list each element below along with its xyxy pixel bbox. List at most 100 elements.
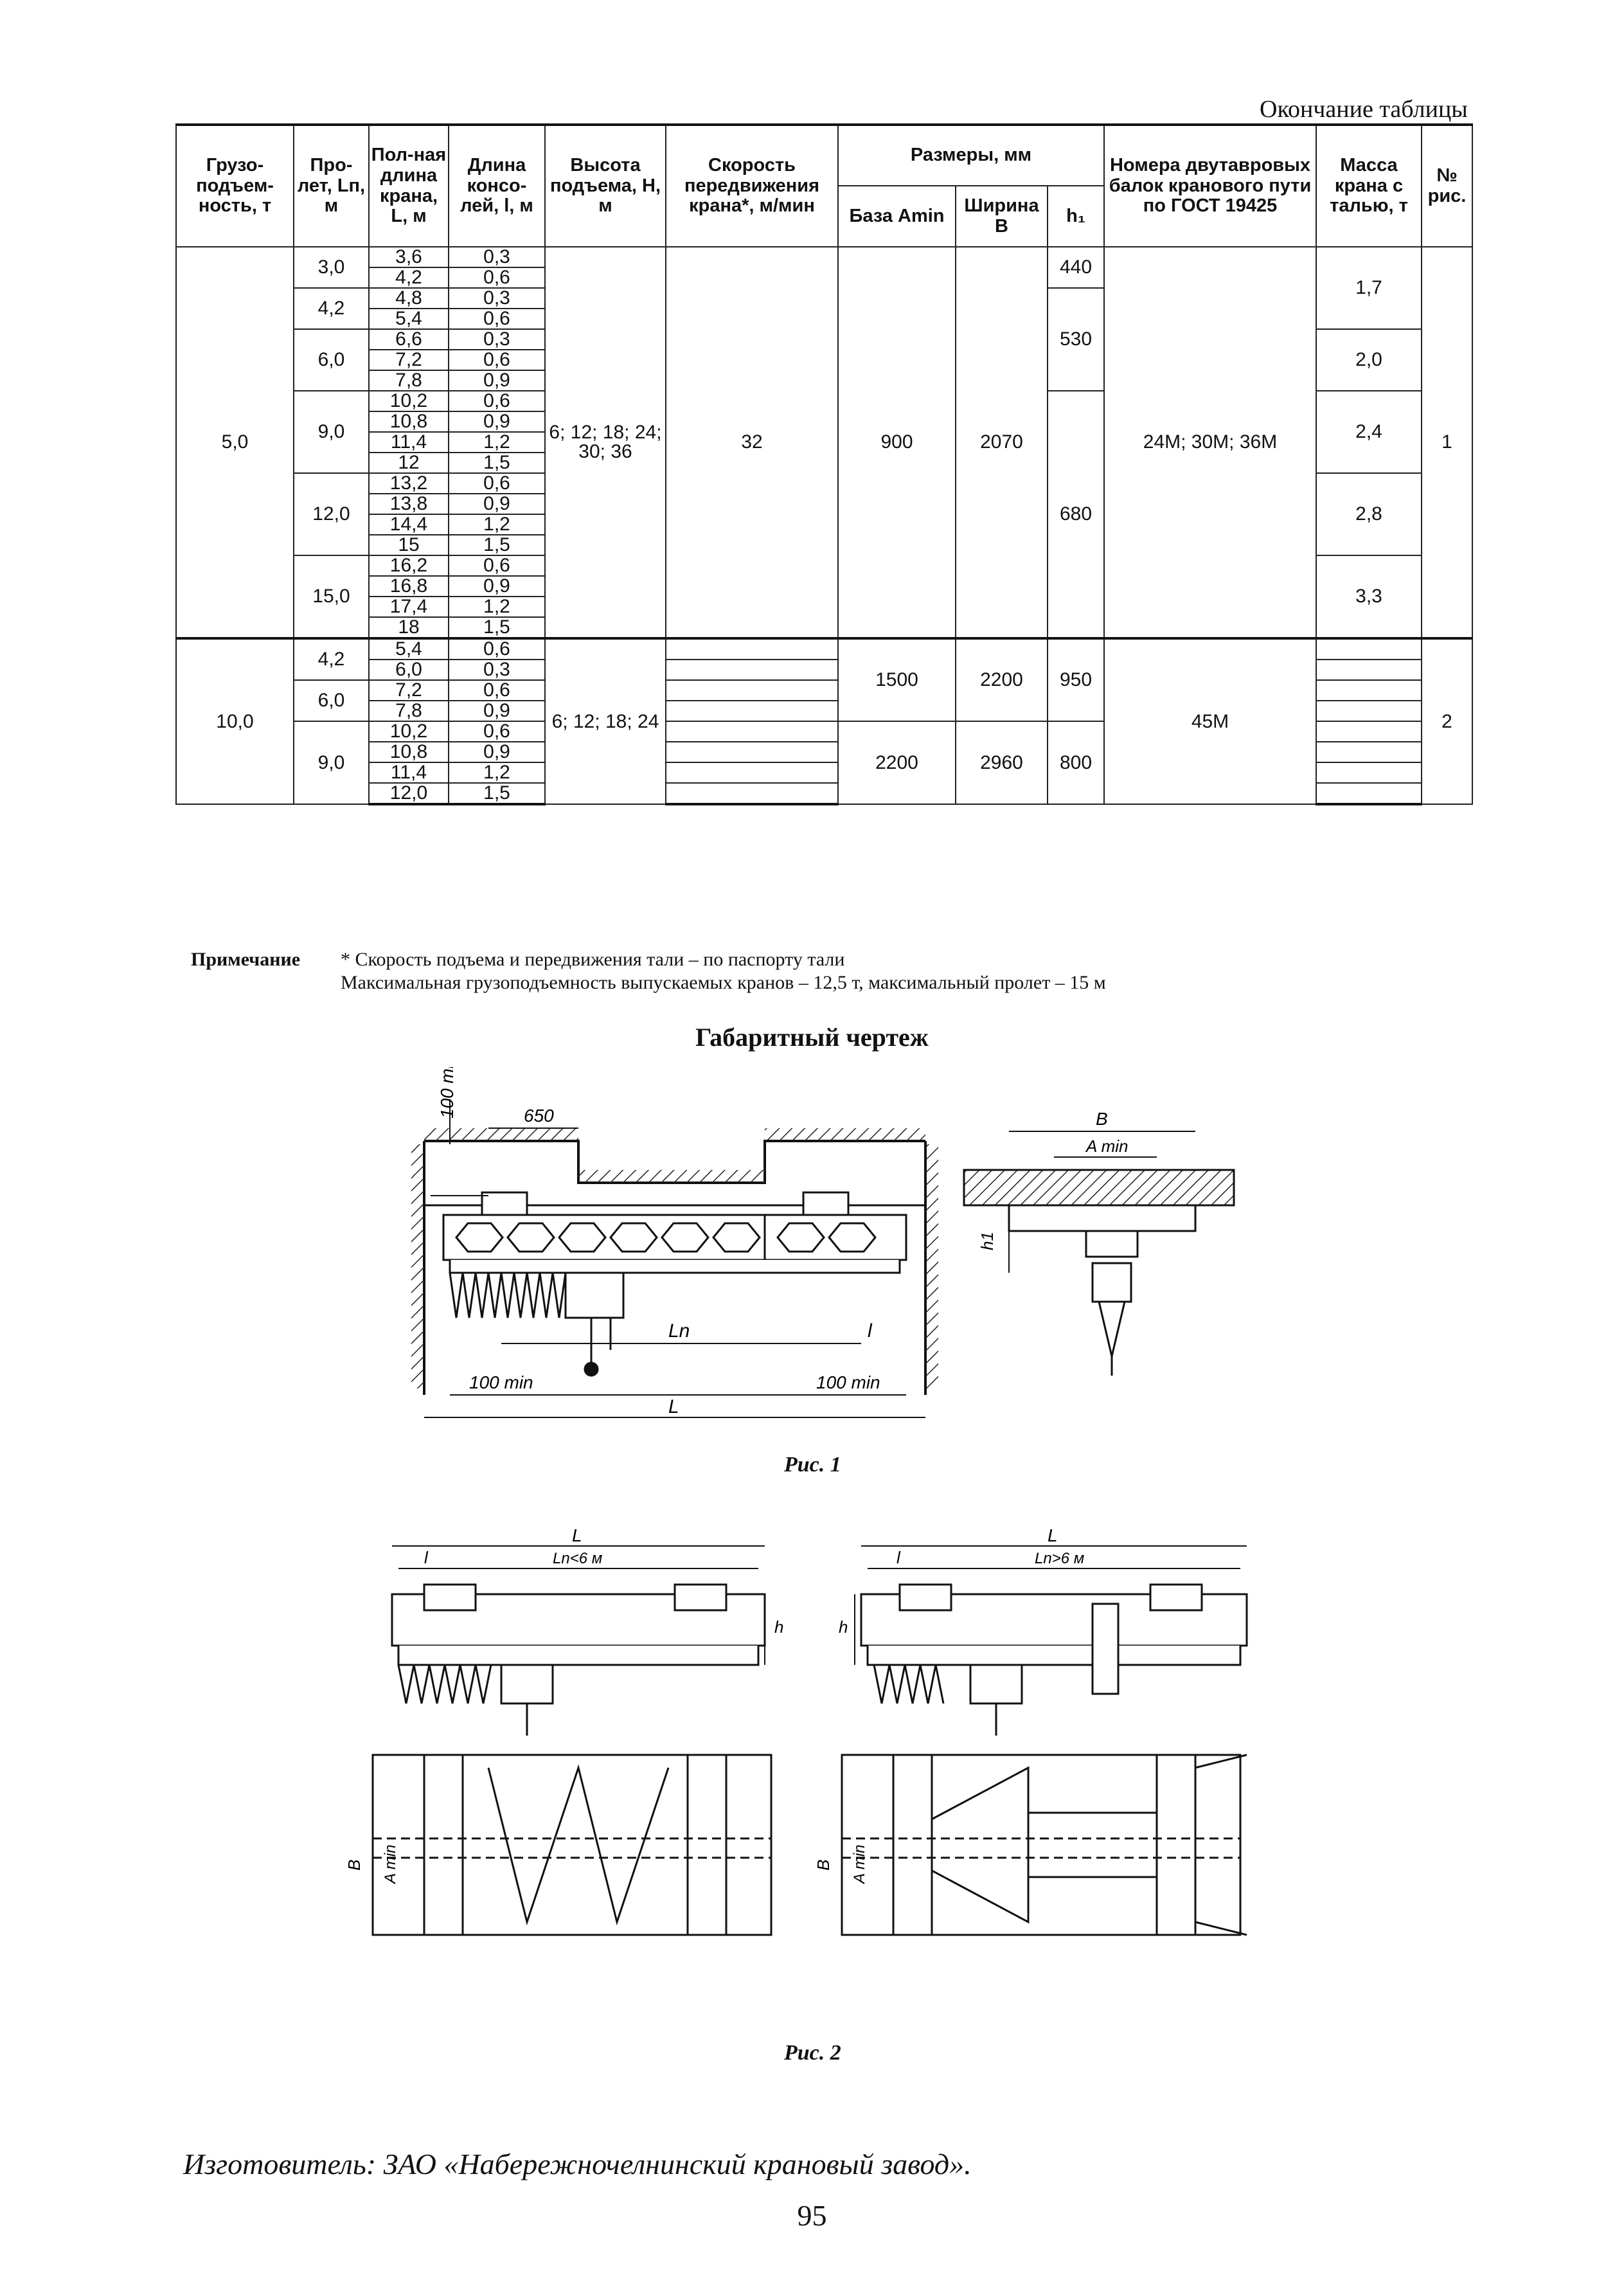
fig2-left-elevation <box>391 1583 766 1736</box>
cell-h1: 530 <box>1047 287 1105 391</box>
cell-beams-2: 45M <box>1103 637 1317 805</box>
cell-speed-empty <box>665 762 839 784</box>
cell-console: 0,6 <box>448 721 546 742</box>
header-full-length: Пол-ная длина крана, L, м <box>368 123 449 247</box>
fig2-right-l: l <box>897 1548 901 1567</box>
cell-mass-empty <box>1316 741 1422 763</box>
cell-span: 9,0 <box>293 390 370 474</box>
cell-length: 13,8 <box>368 493 449 515</box>
dimension-lines <box>424 1099 925 1418</box>
fig2-right-plan-B: B <box>814 1860 833 1871</box>
fig2-left-plan <box>371 1754 772 1936</box>
header-span: Про-лет, Lп, м <box>293 123 370 247</box>
cell-mass: 2,4 <box>1316 390 1422 474</box>
cell-console: 0,6 <box>448 349 546 371</box>
cell-speed-empty <box>665 637 839 660</box>
cell-length: 6,6 <box>368 328 449 350</box>
cell-length: 16,8 <box>368 575 449 597</box>
cell-console: 0,6 <box>448 472 546 494</box>
dim-L: L <box>668 1396 679 1417</box>
cell-mass: 3,3 <box>1316 555 1422 639</box>
cell-console: 0,3 <box>448 246 546 268</box>
cell-span: 6,0 <box>293 328 370 391</box>
cell-span: 15,0 <box>293 555 370 639</box>
cell-mass-empty <box>1316 762 1422 784</box>
cell-span: 12,0 <box>293 472 370 556</box>
left-wall-hatch <box>411 1144 424 1388</box>
crane-side-view <box>963 1169 1235 1376</box>
cell-speed-empty <box>665 741 839 763</box>
cell-speed-empty <box>665 659 839 681</box>
cell-mass: 1,7 <box>1316 246 1422 330</box>
cell-beams-1: 24M; 30M; 36M <box>1103 246 1317 639</box>
header-capacity: Грузо-подъем-ность, т <box>175 123 294 247</box>
cell-length: 12,0 <box>368 782 449 805</box>
side-dim-h1: h1 <box>977 1232 997 1250</box>
cell-length: 15 <box>368 534 449 556</box>
cell-console: 0,9 <box>448 370 546 391</box>
cell-console: 0,6 <box>448 637 546 660</box>
dim-100min-left: 100 min <box>469 1372 533 1392</box>
fig2-right-L: L <box>1048 1525 1058 1545</box>
cell-length: 10,2 <box>368 390 449 412</box>
right-wall-hatch <box>925 1144 938 1388</box>
cell-speed-empty <box>665 782 839 805</box>
cell-length: 10,8 <box>368 411 449 433</box>
figure-2-drawing: L l Ln<6 м h L l Ln>6 м h B A min <box>344 1525 1248 1936</box>
cell-mass-empty <box>1316 659 1422 681</box>
cell-mass-empty <box>1316 782 1422 805</box>
cell-span: 3,0 <box>293 246 370 289</box>
fig2-caption: Рис. 2 <box>784 2041 841 2065</box>
cell-console: 0,6 <box>448 308 546 330</box>
header-beams: Номера двутавровых балок кранового пути … <box>1103 123 1317 247</box>
cell-height-1: 6; 12; 18; 24; 30; 36 <box>544 246 666 639</box>
cell-h1: 440 <box>1047 246 1105 289</box>
cell-fig-1: 1 <box>1421 246 1473 639</box>
fig2-right-elevation <box>860 1583 1248 1736</box>
fig2-right-Ln: Ln>6 м <box>1035 1550 1084 1567</box>
fig2-left-l: l <box>424 1548 429 1567</box>
cell-base: 2200 <box>837 721 956 805</box>
cell-length: 4,8 <box>368 287 449 309</box>
cell-length: 6,0 <box>368 659 449 681</box>
note-label: Примечание <box>191 949 301 970</box>
cell-mass-empty <box>1316 637 1422 660</box>
cell-console: 1,2 <box>448 596 546 618</box>
cell-length: 3,6 <box>368 246 449 268</box>
cell-console: 0,3 <box>448 659 546 681</box>
fig2-right-plan <box>841 1754 1247 1936</box>
cell-length: 17,4 <box>368 596 449 618</box>
dim-100min-right: 100 min <box>816 1372 880 1392</box>
cell-capacity-1: 5,0 <box>175 246 294 639</box>
cell-length: 7,2 <box>368 679 449 701</box>
cell-length: 5,4 <box>368 637 449 660</box>
cell-length: 5,4 <box>368 308 449 330</box>
cell-console: 0,9 <box>448 741 546 763</box>
hoist <box>564 1271 625 1377</box>
cell-length: 18 <box>368 616 449 639</box>
fig2-right-plan-Amin: A min <box>851 1845 868 1885</box>
cell-length: 10,2 <box>368 721 449 742</box>
cell-length: 11,4 <box>368 762 449 784</box>
header-dimensions: Размеры, мм <box>837 123 1105 186</box>
dim-100min-vertical: 100 min <box>437 1067 457 1119</box>
header-height: Высота подъема, H, м <box>544 123 666 247</box>
dim-l: l <box>868 1320 873 1342</box>
cell-width: 2960 <box>955 721 1048 805</box>
fig2-left-L: L <box>572 1525 582 1545</box>
note-line-1: * Скорость подъема и передвижения тали –… <box>341 949 845 970</box>
cell-console: 0,3 <box>448 328 546 350</box>
header-fig: № рис. <box>1421 123 1473 247</box>
cell-speed-1: 32 <box>665 246 839 639</box>
cell-console: 1,5 <box>448 782 546 805</box>
cell-capacity-2: 10,0 <box>175 637 294 805</box>
cell-base: 1500 <box>837 637 956 722</box>
cell-mass-empty <box>1316 679 1422 701</box>
cell-width: 2200 <box>955 637 1048 722</box>
side-dim-B: B <box>1096 1109 1108 1129</box>
manufacturer: Изготовитель: ЗАО «Набережночелнинский к… <box>183 2148 972 2180</box>
fig2-left-plan-B: B <box>344 1860 364 1871</box>
fig2-left-plan-Amin: A min <box>382 1845 399 1885</box>
cell-mass: 2,0 <box>1316 328 1422 391</box>
crane-bridge <box>442 1191 907 1274</box>
